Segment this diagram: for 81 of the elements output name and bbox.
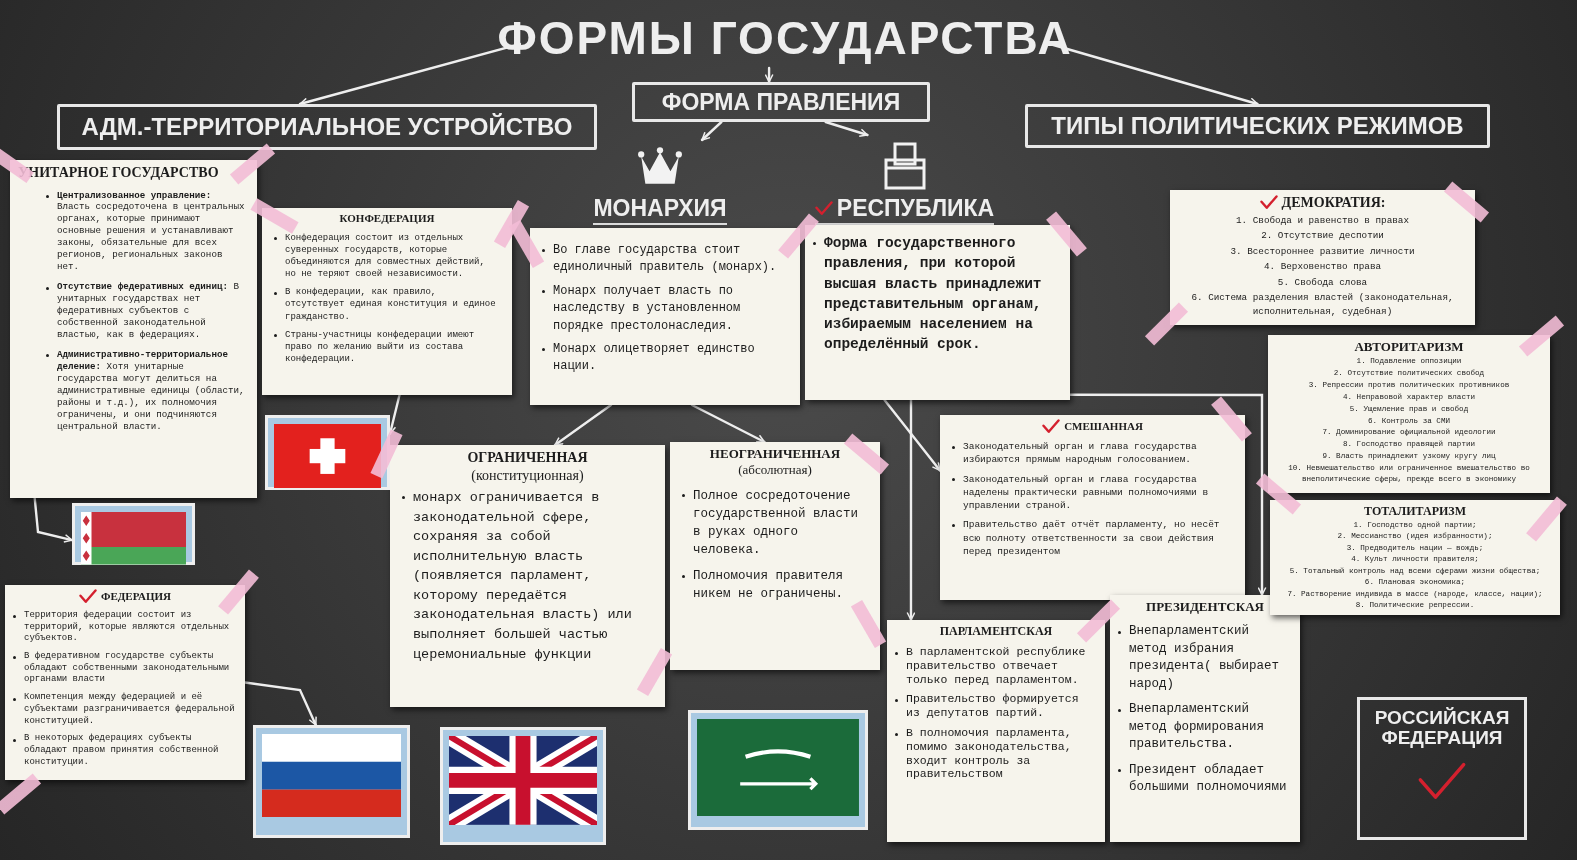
bullet-text: монарх ограничивается в законодательной сфере, сохраняя за собой исполнительную власть (появляется парламент, которому передаётся законодательная власть) или выполняет большей частью церемониальные функции: [413, 489, 633, 664]
list-item: 6. Система разделения властей (законодательная, исполнительная, судебная): [1191, 292, 1454, 317]
flag-photo: [688, 710, 868, 830]
note-card: [1170, 190, 1475, 325]
note-card: [10, 160, 257, 498]
card-heading: ПРЕЗИДЕНТСКАЯ: [1146, 599, 1264, 616]
bullet-text: Конфедерация состоит из отдельных суверенных государств, которые объединяются для совместных действий, но не теряют своей независимости.: [285, 231, 486, 281]
note-card: [262, 208, 512, 395]
form-label: РЕСПУБЛИКА: [836, 194, 995, 223]
bullet-text: Президент обладает большими полномочиями: [1129, 761, 1288, 797]
card-heading: АВТОРИТАРИЗМ: [1354, 339, 1464, 356]
note-card: [1268, 335, 1550, 493]
list-item: 1. Свобода и равенство в правах: [1236, 214, 1409, 226]
note-card: [887, 620, 1105, 842]
box-label: РОССИЙСКАЯ ФЕДЕРАЦИЯ: [1373, 708, 1511, 748]
arrow: [824, 120, 869, 138]
bullet-text: Монарх получает власть по наследству в установленном порядке престолонаследия.: [553, 282, 742, 335]
list-item: 3. Всестороннее развитие личности: [1230, 245, 1415, 257]
note-card: [1270, 500, 1560, 615]
bullet-text: Внепарламентский метод формирования правительства.: [1129, 701, 1266, 754]
card-heading: НЕОГРАНИЧЕННАЯ: [709, 446, 841, 463]
card-heading: КОНФЕДЕРАЦИЯ: [339, 212, 435, 226]
arrow: [906, 398, 916, 622]
bullet-text: Правительство формируется из депутатов партий.: [906, 692, 1080, 720]
arrow: [764, 66, 774, 84]
flag-photo: [72, 503, 195, 565]
arrow: [690, 403, 766, 444]
card-heading: (конституционная): [471, 466, 584, 484]
arrow: [33, 496, 74, 543]
box-label: ТИПЫ ПОЛИТИЧЕСКИХ РЕЖИМОВ: [1051, 114, 1464, 138]
card-heading: ДЕМОКРАТИЯ:: [1281, 194, 1386, 212]
bullet-text: Внепарламентский метод избрания президента( выбирает народ): [1129, 623, 1281, 693]
bullet-text: Форма государственного правления, при которой высшая власть принадлежит представительным органам, избираемым населением на определённый срок.: [824, 234, 1043, 355]
flag-photo: [265, 415, 390, 490]
note-card: [5, 585, 245, 780]
card-heading: СМЕШАННАЯ: [1064, 419, 1143, 434]
note-card: [940, 415, 1245, 600]
note-card: [530, 228, 800, 405]
arrow: [553, 403, 613, 447]
note-card: [1110, 595, 1300, 842]
form-label: МОНАРХИЯ: [593, 194, 727, 223]
box-label: АДМ.-ТЕРРИТОРИАЛЬНОЕ УСТРОЙСТВО: [81, 115, 573, 139]
card-heading: ОГРАНИЧЕННАЯ: [467, 449, 588, 467]
chalk-box: [1025, 104, 1490, 148]
bullet-text: В полномочия парламента, помимо законодательства, входит контроль за правительством: [906, 726, 1073, 782]
arrow: [700, 120, 723, 142]
card-heading: (абсолютная): [738, 462, 812, 479]
bullet-text: Полное сосредоточение государственной власти в руках одного человека.: [693, 487, 860, 559]
arrow: [883, 398, 942, 472]
flag-photo: [440, 727, 606, 845]
bullet-text: В конфедерации, как правило, отсутствует единая конституция и единое гражданство.: [285, 286, 497, 323]
bullet-text: В парламентской республике правительство отвечает только перед парламентом.: [906, 645, 1087, 687]
card-heading: УНИТАРНОЕ ГОСУДАРСТВО: [18, 164, 219, 182]
chalk-box: [1357, 697, 1527, 840]
list-item: 5. Свобода слова: [1277, 276, 1368, 288]
note-card: [670, 442, 880, 670]
bullet-text: Монарх олицетворяет единство нации.: [553, 340, 756, 376]
bullet-text: Территория федерации состоит из территорий, которые являются отдельных субъектов.: [24, 610, 231, 646]
bullet-text: Во главе государства стоит единоличный правитель (монарх).: [553, 242, 778, 277]
bullet-text: В некоторых федерациях субъекты обладают правом принятия собственной конституции.: [24, 733, 220, 769]
bullet-text: Законодательный орган и глава государства избираются прямым народным голосованием.: [963, 440, 1198, 467]
note-card: [805, 225, 1070, 400]
bullet-text: Компетенция между федерацией и её субъектами разграничивается федеральной конституцией.: [24, 692, 236, 728]
bullet-text: В федеративном государстве субъекты обладают собственными законодательными органами власти: [24, 651, 231, 687]
card-heading: ПАРЛАМЕНТСКАЯ: [939, 624, 1053, 639]
box-label: ФОРМА ПРАВЛЕНИЯ: [661, 90, 901, 114]
card-heading: ФЕДЕРАЦИЯ: [101, 589, 171, 604]
bullet-text: Административно-территориальное деление: Хотя унитарные государства могут делиться на административные единицы (области, районы и т.д.), их полномочия ограничены, и они подчиняются центральной власти.: [57, 348, 245, 433]
list-item: 2. Отсутствие деспотии: [1261, 230, 1384, 242]
chalk-box: [57, 104, 597, 150]
bullet-text: Страны-участницы конфедерации имеют право по желанию выйти из состава конфедерации.: [285, 328, 476, 366]
bullet-text: Полномочия правителя никем не ограничены.: [693, 568, 845, 604]
card-heading: ТОТАЛИТАРИЗМ: [1364, 504, 1466, 519]
note-card: [390, 445, 665, 707]
chalk-box: [632, 82, 930, 122]
bullet-text: Централизованное управление: Власть сосредоточена в центральных органах, которые принимают основные решения и устанавливают законы, обязательные для всех регионов, региональных законов нет.: [57, 189, 245, 274]
bullet-text: Правительство даёт отчёт парламенту, но несёт всю полноту ответственности за свои действия перед президентом: [963, 518, 1221, 559]
flag-photo: [253, 725, 410, 838]
bullet-text: Законодательный орган и глава государства наделены практически равными полномочиями в управлении страной.: [963, 472, 1210, 513]
bullet-text: Отсутствие федеративных единиц: В унитарных государствах нет федеративных субъектов с собственной законодательной властью, как в федерациях.: [57, 281, 240, 341]
list-item: 4. Верховенство права: [1263, 261, 1382, 273]
